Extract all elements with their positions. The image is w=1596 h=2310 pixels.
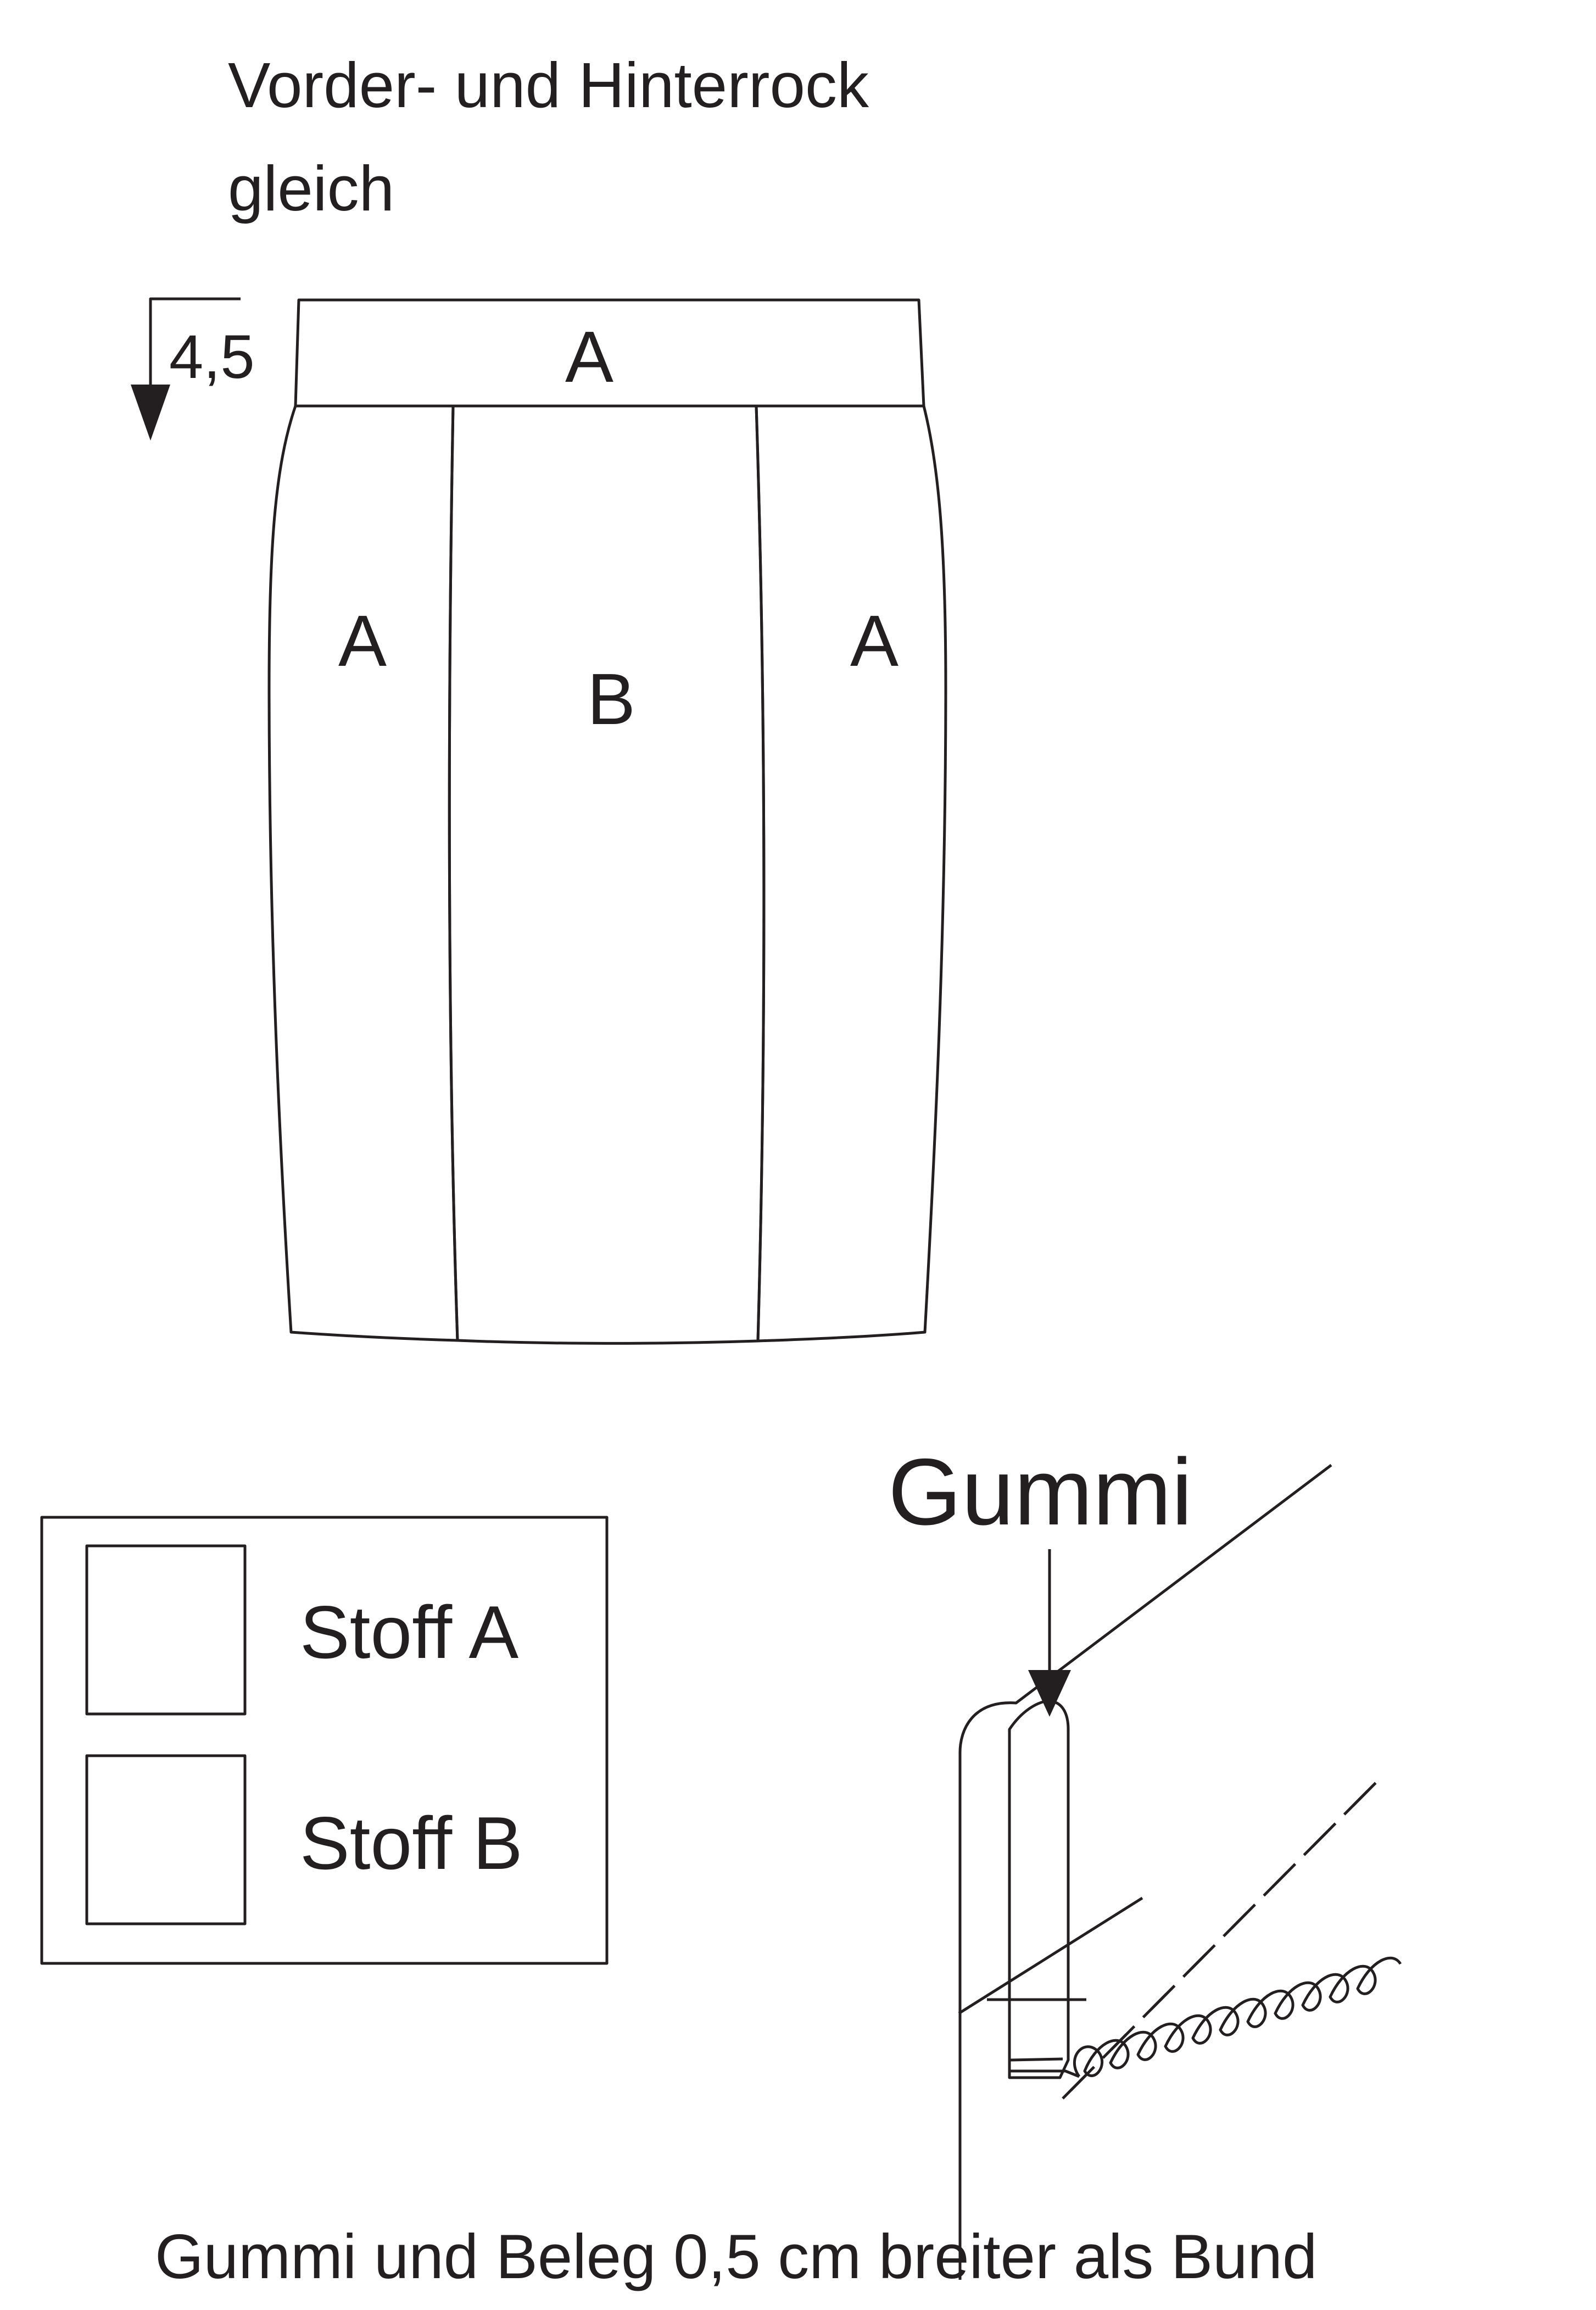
legend-label-stoff-a: Stoff A xyxy=(300,1590,519,1674)
footer-note: Gummi und Beleg 0,5 cm breiter als Bund xyxy=(155,2222,1317,2292)
center-panel-label: B xyxy=(587,659,635,739)
waistband-label: A xyxy=(565,316,613,397)
waistband-height-value: 4,5 xyxy=(169,322,255,391)
left-panel-a xyxy=(267,404,459,1342)
lower-fabric-edge xyxy=(958,1896,1143,2015)
elastic-detail-drawing: Gummi xyxy=(888,1439,1402,2280)
dimension-bracket xyxy=(149,297,241,391)
left-panel-label: A xyxy=(338,600,387,681)
stitch-line-lower xyxy=(1062,1773,1385,2100)
waistband-a xyxy=(294,298,925,408)
header-line-1: Vorder- und Hinterrock xyxy=(228,49,869,121)
gummi-arrow-head-icon xyxy=(1028,1670,1071,1717)
legend-swatch-stoff-a xyxy=(85,1544,247,1716)
skirt-drawing: A A B A xyxy=(267,298,947,1345)
right-panel-a xyxy=(755,404,947,1343)
overlock-seam xyxy=(1073,1956,1402,2078)
down-arrow-icon xyxy=(131,385,170,441)
legend: Stoff A Stoff B xyxy=(40,1516,609,1965)
fold-outer-edge xyxy=(958,1464,1332,2280)
legend-box xyxy=(40,1516,609,1965)
seam-allowance xyxy=(1010,2057,1080,2078)
right-panel-label: A xyxy=(850,600,899,681)
center-panel-b xyxy=(448,404,766,1345)
gummi-title: Gummi xyxy=(888,1439,1192,1545)
waistband-height-dimension: 4,5 xyxy=(131,297,255,441)
legend-label-stoff-b: Stoff B xyxy=(300,1801,523,1885)
header-line-2: gleich xyxy=(228,153,394,224)
elastic-strip xyxy=(1008,1699,1070,2079)
legend-swatch-stoff-b xyxy=(85,1754,247,1925)
